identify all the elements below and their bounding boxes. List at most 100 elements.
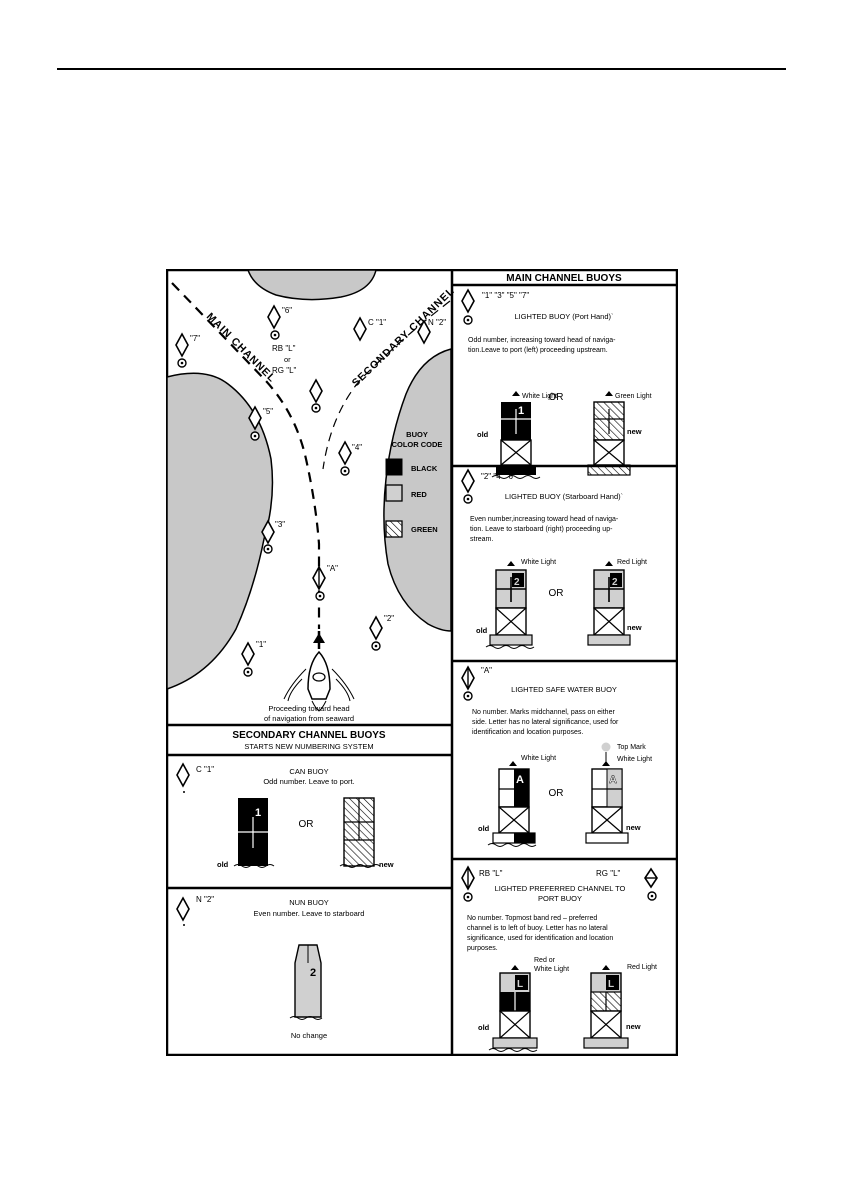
svg-text:BUOY: BUOY [406,430,428,439]
safe-water-top-mark: Top Mark [617,744,646,751]
preferred-channel-section: RB "L" RG "L" LIGHTED PREFERRED CHANNEL … [461,866,658,1052]
legend-green-swatch [385,520,403,538]
safe-water-white-light-new: White Light [617,756,652,763]
preferred-red-or-2: White Light [534,966,569,973]
port-green-light: Green Light [615,393,652,400]
starboard-desc-1: Even number,increasing toward head of na… [470,516,619,523]
land-top [246,269,377,301]
page-header-rule [57,68,786,70]
buoy-2-label: "2" [384,614,394,623]
preferred-desc-4: purposes. [467,945,498,952]
preferred-label-rb: RB "L" [479,869,503,878]
secondary-subtitle: STARTS NEW NUMBERING SYSTEM [244,742,373,751]
starboard-old: old [476,626,488,635]
preferred-red-or-1: Red or [534,957,556,964]
buoy-or-label: or [284,355,291,364]
buoy-n2-label: N "2" [428,318,446,327]
proceeding-caption-2: of navigation from seaward [264,714,354,723]
can-title: CAN BUOY [289,767,328,776]
legend-red-swatch [385,484,403,502]
svg-text:2: 2 [310,967,316,979]
starboard-label: "2" "4" "6" [481,472,516,481]
port-desc-2: tion.Leave to port (left) proceeding ups… [468,347,608,354]
buoy-6-label: "6" [282,306,292,315]
can-desc: Odd number. Leave to port. [263,777,354,786]
safe-water-white-light-old: White Light [521,755,556,762]
preferred-title-2: PORT BUOY [538,894,582,903]
svg-text:L: L [608,979,614,990]
safe-water-or: OR [549,788,564,799]
legend-green-label: GREEN [411,525,438,534]
preferred-desc-1: No number. Topmost band red – preferred [467,915,597,922]
starboard-hand-section: "2" "4" "6" LIGHTED BUOY (Starboard Hand… [461,469,647,649]
svg-text:L: L [517,979,523,990]
nun-no-change: No change [291,1031,327,1040]
buoy-5-label: "5" [263,407,273,416]
nun-buoy-section: N "2" NUN BUOY Even number. Leave to sta… [176,895,365,1040]
legend-black-label: BLACK [411,464,438,473]
port-old: old [477,430,489,439]
svg-text:2: 2 [514,577,520,588]
svg-text:1: 1 [255,807,261,819]
boat-icon [283,631,355,712]
buoy-3-label: "3" [275,520,285,529]
can-new: new [379,860,394,869]
color-code-legend: BUOY COLOR CODE BLACK RED GREEN [385,430,443,538]
nun-label: N "2" [196,895,214,904]
preferred-red-light: Red Light [627,964,657,971]
safe-water-section: "A" LIGHTED SAFE WATER BUOY No number. M… [461,666,652,847]
safe-water-desc-1: No number. Marks midchannel, pass on eit… [472,709,615,716]
can-or: OR [299,819,314,830]
starboard-desc-3: stream. [470,536,493,543]
starboard-white-light: White Light [521,559,556,566]
port-white-light: White Light [522,393,557,400]
preferred-old: old [478,1023,490,1032]
svg-text:COLOR CODE: COLOR CODE [392,440,443,449]
port-hand-section: "1" "3" "5" "7" LIGHTED BUOY (Port Hand)… [461,289,652,479]
land-left [166,372,274,691]
buoy-c1-label: C "1" [368,318,386,327]
secondary-title: SECONDARY CHANNEL BUOYS [232,730,385,741]
preferred-title-1: LIGHTED PREFERRED CHANNEL TO [495,884,626,893]
can-label: C "1" [196,765,214,774]
nun-title: NUN BUOY [289,898,329,907]
preferred-desc-3: significance, used for identification an… [467,935,613,942]
safe-water-label: "A" [481,666,492,675]
port-or: OR [549,392,564,403]
port-desc-1: Odd number, increasing toward head of na… [468,337,616,344]
port-label: "1" "3" "5" "7" [482,291,529,300]
preferred-desc-2: channel is to left of buoy. Letter has n… [467,925,608,932]
buoy-1-label: "1" [256,640,266,649]
starboard-title: LIGHTED BUOY (Starboard Hand)` [505,492,623,501]
safe-water-old: old [478,824,490,833]
svg-text:2: 2 [612,577,618,588]
safe-water-title: LIGHTED SAFE WATER BUOY [511,685,617,694]
secondary-channel-line [322,300,451,470]
can-old: old [217,860,229,869]
buoy-rg-l-label: RG "L" [272,366,297,375]
svg-text:1: 1 [518,405,524,417]
buoy-system-figure: MAIN CHANNEL SECONDARY CHANNEL "6" "7" C… [166,269,678,1056]
can-buoy-section: C "1" CAN BUOY Odd number. Leave to port… [176,763,394,869]
safe-water-desc-3: identification and location purposes. [472,729,583,736]
buoy-a-label: "A" [327,564,338,573]
proceeding-caption-1: Proceeding toward head [268,704,349,713]
safe-water-new: new [626,823,641,832]
buoy-4-label: "4" [352,443,362,452]
starboard-red-light: Red Light [617,559,647,566]
starboard-or: OR [549,588,564,599]
preferred-new: new [626,1022,641,1031]
safe-water-desc-2: side. Letter has no lateral significance… [472,719,619,726]
starboard-desc-2: tion. Leave to starboard (right) proceed… [470,526,613,533]
port-new: new [627,427,642,436]
svg-text:A: A [516,774,524,786]
svg-text:A: A [609,774,617,786]
land-right [383,348,452,632]
port-title: LIGHTED BUOY (Port Hand)` [514,312,613,321]
main-channel-line [171,282,321,629]
starboard-new: new [627,623,642,632]
buoy-rb-l-label: RB "L" [272,344,296,353]
nun-desc: Even number. Leave to starboard [254,909,365,918]
buoy-7-label: "7" [190,334,200,343]
preferred-label-rg: RG "L" [596,869,621,878]
